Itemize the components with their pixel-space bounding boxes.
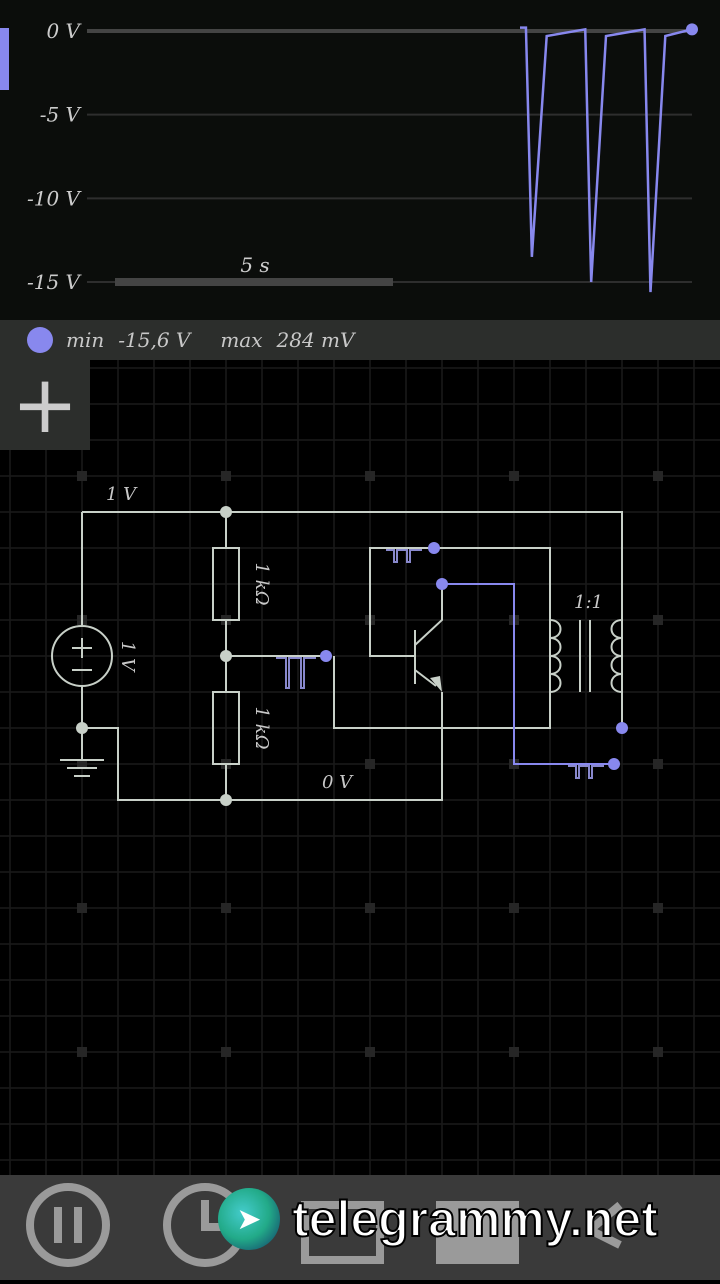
max-label: max [220,328,263,352]
y-tick-label: -5 V [40,103,83,127]
camera-icon[interactable] [436,1201,519,1264]
trace-color-dot [27,327,53,353]
grid-dot [653,759,663,769]
watermark-text: telegrammy.net [291,1190,659,1248]
grid-dot [221,903,231,913]
timescale-bar [115,278,393,286]
watermark: ➤ telegrammy.net [218,1188,659,1250]
grid-dot [221,1047,231,1057]
add-component-button[interactable]: + [0,360,90,450]
grid-dot [653,615,663,625]
max-value: 284 mV [276,328,355,352]
circuit-diagram[interactable]: 1 V 0 V 1:1 1 V 1 kΩ 1 kΩ [0,360,720,1175]
resistor-2-label: 1 kΩ [251,706,272,749]
voltage-source[interactable] [51,625,113,687]
y-tick-label: -10 V [27,186,83,210]
wire-label: 0 V [322,772,354,793]
emitter-arrow-icon [430,676,442,692]
grid-dot [509,1047,519,1057]
grid-dot [365,1047,375,1057]
scope-probe-icon [386,549,422,563]
scope-graph: 0 V -5 V -10 V -15 V 5 s [0,19,698,294]
min-label: min [66,328,105,352]
resistor-1-label: 1 kΩ [251,562,272,605]
transistor[interactable] [414,584,443,687]
resistor-1[interactable] [212,547,240,621]
circuit-canvas[interactable]: 1 V 0 V 1:1 1 V 1 kΩ 1 kΩ [0,360,720,1175]
scope-probe-icon [276,657,316,689]
transformer[interactable] [549,619,623,693]
grid-dot [77,903,87,913]
export-icon[interactable] [301,1201,384,1264]
scope-legend: min -15,6 V max 284 mV [0,320,720,360]
transformer-ratio: 1:1 [574,592,603,613]
timescale-label: 5 s [240,253,269,277]
wire-label: 1 V [106,484,138,505]
ground-icon [60,728,104,777]
probe-wire[interactable] [442,583,614,765]
trace-endpoint [686,23,698,36]
grid-dot [653,903,663,913]
grid-dot [509,471,519,481]
grid-dot [365,759,375,769]
grid-dot [77,1047,87,1057]
scope-selection-marker [0,28,9,90]
y-tick-label: 0 V [46,19,82,43]
grid-dot [77,471,87,481]
resistor-2[interactable] [212,691,240,765]
grid-dot [365,903,375,913]
grid-dot [653,471,663,481]
source-polarity-icon [72,638,92,671]
grid-dot [509,903,519,913]
grid-dot [365,471,375,481]
scope-probe-icon [568,765,604,779]
pause-icon[interactable] [26,1183,110,1267]
grid-dot [653,1047,663,1057]
voltage-trace [520,26,693,293]
source-label: 1 V [117,641,138,673]
y-tick-label: -15 V [27,270,83,294]
telegram-logo-icon: ➤ [218,1188,280,1250]
min-value: -15,6 V [118,328,191,352]
oscilloscope[interactable]: 0 V -5 V -10 V -15 V 5 s [0,0,720,320]
grid-dot [221,471,231,481]
bottom-toolbar [0,1175,720,1280]
grid-dot [77,759,87,769]
undo-icon[interactable] [587,1201,623,1249]
